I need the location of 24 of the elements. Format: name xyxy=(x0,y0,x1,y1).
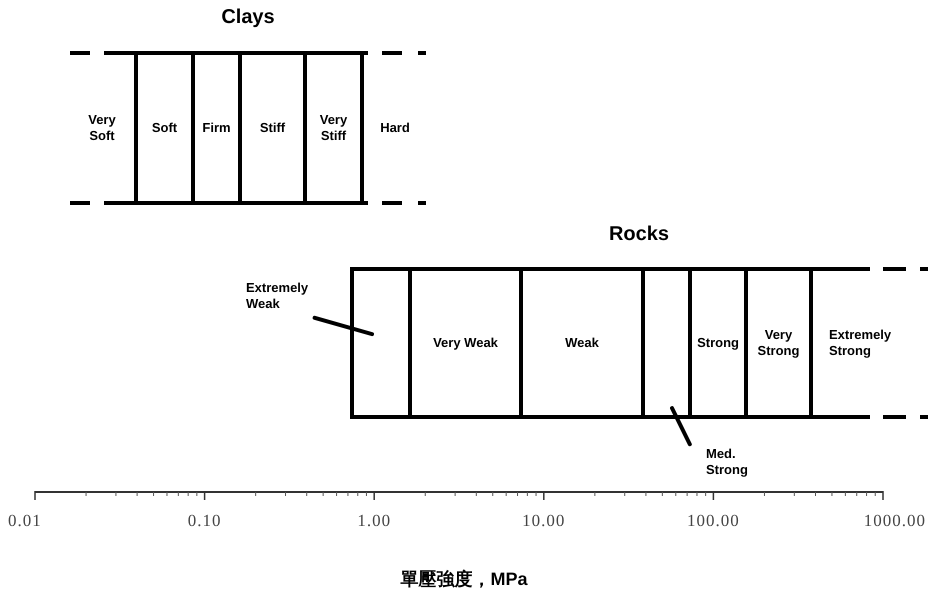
leader-line xyxy=(312,316,374,336)
band-title: Clays xyxy=(220,5,276,29)
category-cell: Extremely Strong xyxy=(809,269,928,417)
category-cell: Very Weak xyxy=(408,269,519,417)
tick-label: 0.01 xyxy=(8,510,42,532)
category-cell: Very Soft xyxy=(70,53,134,203)
tick-label: 100.00 xyxy=(686,510,741,532)
leader-line xyxy=(670,406,692,446)
category-cell: Weak xyxy=(519,269,641,417)
callout-text: Extremely Weak xyxy=(246,280,334,316)
tick-label: 1000.00 xyxy=(864,510,926,532)
category-cell: Very Stiff xyxy=(303,53,360,203)
category-cell: Very Strong xyxy=(744,269,809,417)
category-cell: Stiff xyxy=(238,53,303,203)
axis-title: 單壓強度，MPa xyxy=(399,568,529,591)
tick-label: 10.00 xyxy=(521,510,566,532)
callout-text: Med. Strong xyxy=(706,446,766,482)
category-cell: Soft xyxy=(134,53,191,203)
band-title: Rocks xyxy=(608,222,670,246)
tick-label: 1.00 xyxy=(356,510,392,532)
category-cell: Hard xyxy=(360,53,426,203)
tick-label: 0.10 xyxy=(186,510,222,532)
category-cell: Strong xyxy=(688,269,744,417)
category-cell: Firm xyxy=(191,53,238,203)
